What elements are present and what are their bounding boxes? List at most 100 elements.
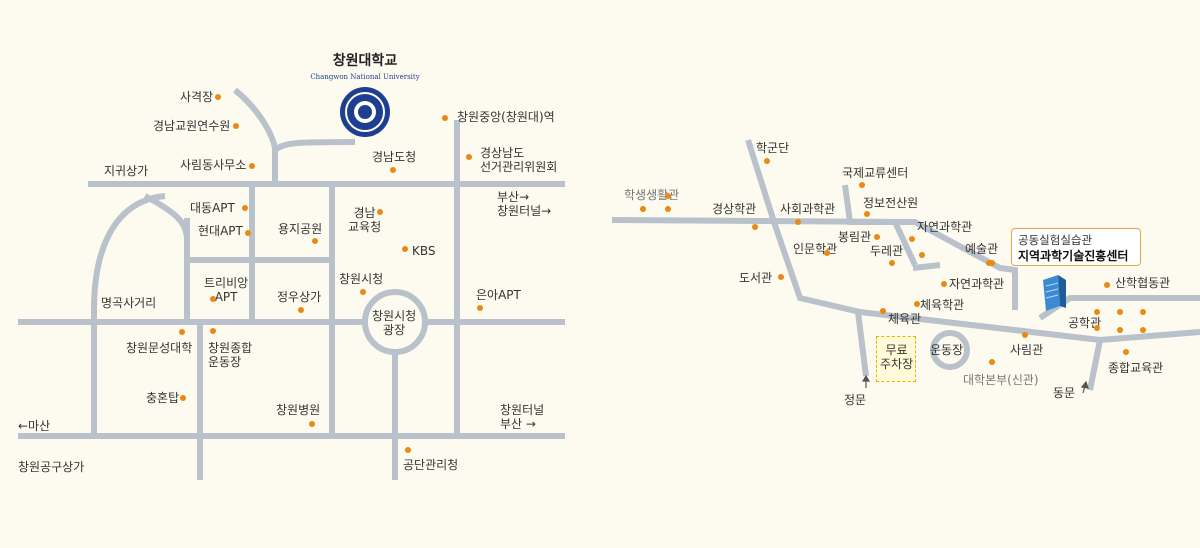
right-dure-marker: [889, 260, 895, 266]
right-road-network: [611, 139, 1200, 391]
left-jungang-station-marker: [442, 115, 448, 121]
left-daedong-apt-label: 대동APT: [190, 201, 235, 215]
right-main-hq-marker: [989, 359, 995, 365]
building-marker-9: [1094, 309, 1100, 315]
building-marker-6: [1117, 309, 1123, 315]
left-election-commission-marker: [466, 154, 472, 160]
left-yongji-park-label: 용지공원: [278, 222, 323, 236]
university-name: 창원대학교: [332, 53, 398, 69]
gate-arrows: [861, 374, 1089, 394]
university-name-english: Changwon National University: [310, 73, 420, 81]
city-hall-plaza-circle: [362, 289, 428, 355]
left-gyeongnam-edu-marker: [377, 209, 383, 215]
direction-busan-top: 부산→창원터널→: [497, 190, 552, 218]
right-engineering-marker: [1094, 325, 1100, 331]
right-natural-sci-2-label: 자연과학관: [949, 277, 1005, 291]
right-social-science-label: 사회과학관: [780, 202, 836, 216]
left-kbs-marker: [402, 246, 408, 252]
right-gym-marker: [880, 308, 886, 314]
right-main-hq-label: 대학본부(신관): [963, 373, 1039, 387]
right-hakgun-label: 학군단: [756, 141, 790, 155]
left-shooting-range-marker: [215, 94, 221, 100]
left-hyundai-apt-label: 현대APT: [198, 224, 243, 238]
right-pe-hall-label: 체육학관: [920, 298, 965, 312]
right-sarim-label: 사림관: [1010, 343, 1044, 357]
left-gongdan-office-marker: [405, 447, 411, 453]
right-sanhak-label: 산학협동관: [1115, 276, 1171, 290]
right-natural-sci-1-marker: [909, 236, 915, 242]
left-changwon-city-hall-marker: [360, 289, 366, 295]
left-forest-office-label: 사림동사무소: [180, 158, 247, 172]
right-bongrim-marker: [874, 234, 880, 240]
left-gonggu-mall-label: 창원공구상가: [18, 460, 85, 474]
main-gate-label: 정문: [844, 393, 867, 407]
left-jeongwoo-mall-marker: [298, 307, 304, 313]
building-marker-7: [989, 260, 995, 266]
building-marker-0: [640, 206, 646, 212]
building-marker-5: [1117, 327, 1123, 333]
university-logo: [340, 87, 390, 137]
building-marker-3: [1140, 309, 1146, 315]
right-natural-sci-2-marker: [941, 281, 947, 287]
left-hyundai-apt-marker: [245, 230, 251, 236]
left-teacher-training-label: 경남교원연수원: [153, 119, 231, 133]
left-changwon-hospital-marker: [309, 421, 315, 427]
left-chunghon-tower-marker: [180, 395, 186, 401]
left-kbs-label: KBS: [412, 244, 436, 258]
right-sanhak-marker: [1104, 282, 1110, 288]
left-munseong-univ-label: 창원문성대학: [126, 341, 193, 355]
right-hakgun-marker: [764, 158, 770, 164]
left-triviang-apt-marker: [210, 296, 216, 302]
left-jungang-station-label: 창원중앙(창원대)역: [457, 110, 555, 124]
right-gyeongsang-marker: [752, 224, 758, 230]
left-forest-office-marker: [249, 163, 255, 169]
right-humanities-marker: [824, 250, 830, 256]
building-marker-2: [665, 193, 671, 199]
right-library-marker: [778, 274, 784, 280]
left-myeonggok-label: 명곡사거리: [101, 296, 157, 310]
center-label-line2: 지역과학기술진흥센터: [1018, 249, 1129, 263]
left-eunah-apt-label: 은아APT: [476, 288, 521, 302]
left-munseong-univ-marker: [179, 329, 185, 335]
building-marker-1: [665, 206, 671, 212]
left-changwon-city-hall-label: 창원시청: [339, 272, 384, 286]
field-label: 운동장: [930, 343, 964, 357]
left-road-network: [18, 87, 565, 480]
right-dure-label: 두레관: [870, 244, 904, 258]
left-chunghon-tower-label: 충혼탑: [146, 391, 180, 405]
parking-box: [876, 336, 916, 382]
right-sarim-marker: [1022, 332, 1028, 338]
right-bongrim-label: 봉림관: [838, 230, 872, 244]
field-circle: [930, 330, 970, 370]
right-intl-center-marker: [859, 182, 865, 188]
east-gate-label: 동문: [1053, 386, 1076, 400]
right-social-science-marker: [795, 219, 801, 225]
right-pe-hall-marker: [914, 301, 920, 307]
left-gyeongnam-office-marker: [390, 167, 396, 173]
right-general-edu-label: 종합교육관: [1108, 361, 1164, 375]
center-label-line1: 공동실험실습관: [1018, 233, 1093, 247]
right-library-label: 도서관: [739, 271, 773, 285]
right-gyeongsang-label: 경상학관: [712, 202, 757, 216]
right-general-edu-marker: [1123, 349, 1129, 355]
right-info-center-marker: [864, 211, 870, 217]
left-yongji-park-marker: [312, 238, 318, 244]
building-marker-4: [1140, 327, 1146, 333]
center-label-box: 공동실험실습관 지역과학기술진흥센터: [1011, 228, 1141, 266]
building-marker-8: [919, 252, 925, 258]
left-gyeongnam-office-label: 경남도청: [372, 150, 417, 164]
left-gongdan-office-label: 공단관리청: [403, 458, 459, 472]
right-humanities-label: 인문학관: [793, 242, 838, 256]
right-engineering-label: 공학관: [1068, 316, 1102, 330]
left-daedong-apt-marker: [242, 205, 248, 211]
left-shooting-range-label: 사격장: [180, 90, 214, 104]
left-changwon-hospital-label: 창원병원: [276, 403, 321, 417]
